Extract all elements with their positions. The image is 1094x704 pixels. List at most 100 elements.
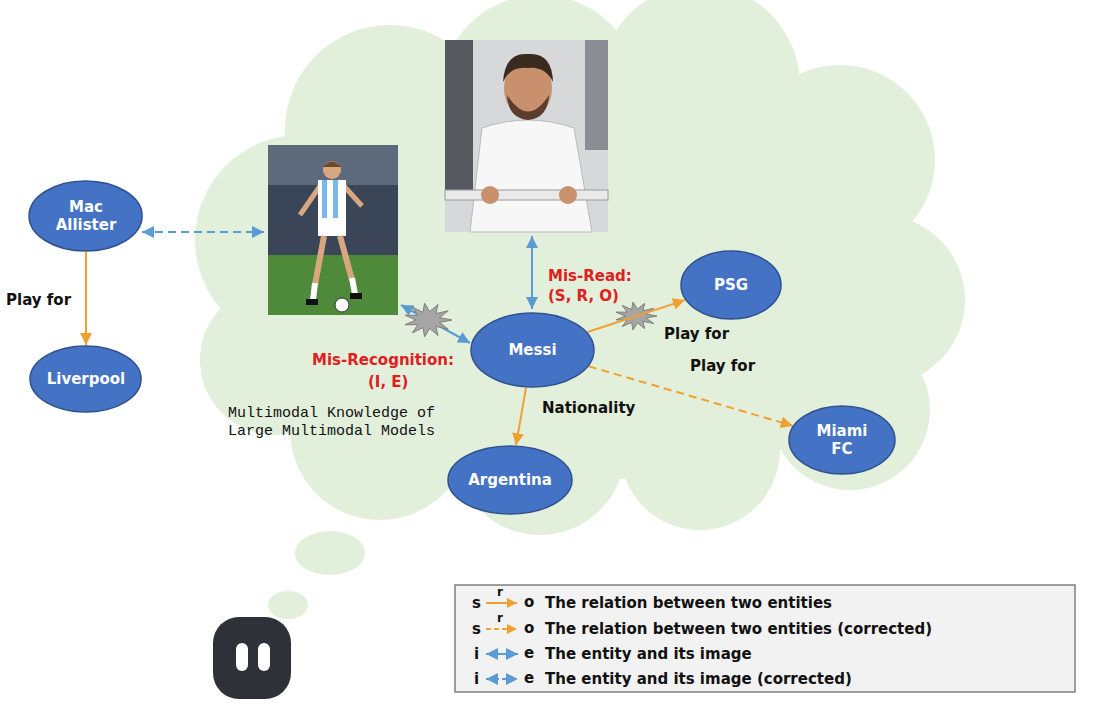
player-photo-part: [335, 298, 349, 312]
messi-photo-part: [507, 95, 549, 120]
entity-ellipse: Miami FC: [788, 405, 896, 475]
legend-row: The entity and its image: [545, 644, 752, 663]
messi-photo-part: [470, 120, 592, 232]
node-content: Mac Allister: [28, 180, 143, 252]
messi-photo-part: [559, 186, 577, 204]
error-label: Mis-Recognition:: [312, 351, 454, 369]
player-photo-part: [318, 218, 346, 236]
legend-symbol: o: [524, 619, 534, 637]
label-holder: s: [472, 619, 481, 638]
robot-icon: [213, 617, 291, 699]
node-content: Liverpool: [29, 345, 142, 413]
player-photo-part: [268, 255, 398, 315]
messi-photo-part: [445, 190, 608, 200]
player-photo-part: [340, 236, 352, 280]
ellipse-shape: [30, 346, 141, 412]
legend-row: The entity and its image (corrected): [545, 669, 852, 688]
relation-arrow: [85, 252, 87, 345]
entity-ellipse: Argentina: [447, 445, 573, 515]
legend-symbol: i: [474, 670, 479, 688]
ellipse-shape: [789, 406, 895, 474]
entity-name: Miami FC: [812, 422, 872, 458]
robot-icon-part: [236, 643, 248, 671]
edge-label-holder: Play for: [690, 356, 755, 375]
legend-symbol: s: [472, 620, 481, 638]
edge-label-holder: Play for: [664, 324, 729, 343]
ellipse-shape: [471, 313, 594, 387]
label-holder: r: [497, 581, 503, 600]
player-photo-part: [315, 236, 324, 285]
error-label: Mis-Read:: [548, 267, 632, 285]
entity-name: Mac Allister: [46, 198, 126, 234]
node-content: Miami FC: [788, 405, 896, 475]
player-photo-part: [352, 278, 355, 294]
legend-symbol: i: [474, 645, 479, 663]
label-holder: s: [472, 593, 481, 612]
legend-row: The relation between two entities (corre…: [545, 619, 932, 638]
legend-box-part: [486, 678, 518, 680]
label-holder: o: [524, 592, 534, 611]
legend-symbol: e: [524, 669, 534, 687]
image-link-arrow-part: [531, 236, 533, 309]
legend-box-part: [486, 628, 517, 630]
relation-label: Play for: [664, 325, 729, 343]
label-holder: o: [524, 618, 534, 637]
label-holder: e: [524, 668, 534, 687]
label-holder: Multimodal Knowledge of Large Multimodal…: [228, 405, 443, 441]
legend-row: The relation between two entities: [545, 593, 832, 612]
edge-label-holder: Play for: [6, 290, 71, 309]
node-text-column: Mac Allister: [46, 198, 126, 234]
node-text-column: PSG: [714, 276, 748, 294]
player-photo-part: [333, 180, 338, 220]
label-holder: (S, R, O): [548, 286, 619, 305]
image-link-arrow-part: [142, 231, 264, 233]
player-photo-part: [313, 283, 315, 300]
relation-arrow: [516, 388, 526, 445]
label-holder: i: [474, 644, 479, 663]
legend-box-part: [455, 585, 1075, 692]
error-label: (S, R, O): [548, 287, 619, 305]
player-photo-part: [322, 180, 327, 220]
legend-symbol: o: [524, 593, 534, 611]
error-starburst-part: [405, 303, 452, 337]
legend-box: [455, 585, 1075, 692]
relation-label: Play for: [6, 291, 71, 309]
entity-ellipse: Messi: [470, 312, 595, 388]
player-photo-part: [323, 161, 341, 179]
node-content: Argentina: [447, 445, 573, 515]
entity-ellipse: Mac Allister: [28, 180, 143, 252]
node-text-column: Liverpool: [47, 370, 126, 388]
legend-symbol: r: [497, 585, 503, 599]
player-photo: [268, 145, 398, 315]
legend-text: The relation between two entities (corre…: [545, 620, 932, 638]
edge-label-holder: Nationality: [542, 398, 635, 417]
messi-photo: [445, 40, 608, 232]
label-holder: e: [524, 643, 534, 662]
legend-symbol: e: [524, 644, 534, 662]
legend-box-part: [486, 602, 517, 604]
messi-photo-part: [481, 186, 499, 204]
messi-photo-part: [445, 40, 473, 190]
label-holder: i: [474, 669, 479, 688]
entity-ellipse: PSG: [680, 250, 782, 320]
relation-label: Nationality: [542, 399, 635, 417]
ellipse-shape: [448, 446, 572, 514]
player-photo-part: [350, 293, 362, 299]
thought-cloud-part: [295, 531, 365, 575]
node-text-column: Miami FC: [812, 422, 872, 458]
player-photo-part: [300, 186, 320, 215]
node-text-column: Messi: [508, 341, 556, 359]
label-holder: (I, E): [368, 372, 408, 391]
node-content: PSG: [680, 250, 782, 320]
thought-cloud-part: [268, 591, 308, 619]
messi-photo-part: [445, 40, 608, 232]
thought-cloud: [195, 0, 965, 619]
cloud-caption: Multimodal Knowledge of Large Multimodal…: [228, 405, 443, 441]
player-photo-part: [268, 145, 398, 185]
legend-text: The relation between two entities: [545, 594, 832, 612]
player-photo-part: [323, 162, 341, 168]
entity-name: Liverpool: [47, 370, 126, 388]
node-content: Messi: [470, 312, 595, 388]
